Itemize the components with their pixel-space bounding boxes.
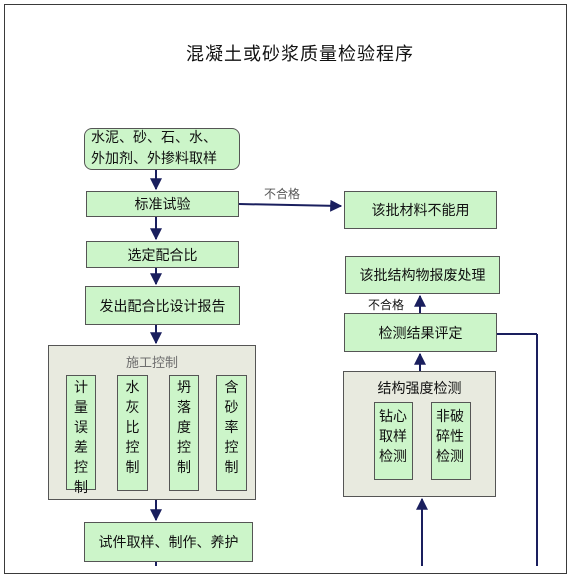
slump-control-box: 坍 落 度 控 制 — [169, 375, 199, 491]
char: 误 — [74, 420, 88, 436]
construction-control-title: 施工控制 — [125, 356, 178, 371]
evaluation-label: 检测结果评定 — [378, 325, 463, 342]
char: 控 — [224, 440, 239, 456]
core-drilling-test-box: 钻心 取样 检测 — [374, 402, 413, 480]
char: 度 — [177, 420, 191, 436]
fail-label-2: 不合格 — [368, 298, 405, 312]
char: 含 — [224, 380, 239, 396]
scrap-structure-label: 该批结构物报废处理 — [359, 268, 486, 284]
text-line: 非破 — [436, 409, 464, 425]
standard-test-box: 标准试验 — [86, 191, 239, 217]
char: 灰 — [125, 400, 140, 416]
char: 控 — [125, 440, 140, 456]
water-cement-ratio-control-box: 水 灰 比 控 制 — [117, 375, 148, 491]
diagram-title: 混凝土或砂浆质量检验程序 — [186, 44, 414, 65]
metering-error-control-box: 计 量 误 差 控 制 — [66, 375, 96, 496]
select-mix-label: 选定配合比 — [127, 247, 198, 264]
strength-test-title: 结构强度检测 — [377, 381, 462, 397]
issue-report-box: 发出配合比设计报告 — [85, 286, 240, 325]
evaluation-box: 检测结果评定 — [344, 313, 497, 352]
specimen-label: 试件取样、制作、养护 — [98, 535, 239, 551]
text-line: 碎性 — [436, 429, 464, 445]
char: 制 — [125, 460, 140, 476]
text-line: 钻心 — [379, 409, 407, 425]
char: 制 — [74, 480, 88, 496]
fail-label-1: 不合格 — [264, 187, 301, 201]
char: 砂 — [224, 400, 239, 416]
char: 量 — [74, 400, 88, 416]
char: 落 — [177, 400, 191, 416]
char: 计 — [74, 380, 88, 396]
char: 率 — [224, 420, 239, 436]
text-line: 检测 — [379, 449, 407, 465]
sampling-line-2: 外加剂、外掺料取样 — [91, 151, 217, 167]
arrow-test-to-reject — [238, 199, 343, 212]
issue-report-label: 发出配合比设计报告 — [99, 298, 226, 315]
char: 控 — [177, 440, 191, 456]
char: 控 — [74, 460, 88, 476]
text-line: 取样 — [379, 429, 407, 445]
sand-ratio-control-box: 含 砂 率 控 制 — [216, 375, 247, 491]
sampling-line-1: 水泥、砂、石、水、 — [91, 130, 217, 146]
standard-test-label: 标准试验 — [134, 197, 191, 213]
char: 水 — [125, 380, 140, 396]
specimen-box: 试件取样、制作、养护 — [84, 522, 253, 562]
char: 差 — [74, 440, 88, 456]
reject-material-label: 该批材料不能用 — [371, 203, 470, 219]
scrap-structure-box: 该批结构物报废处理 — [345, 256, 500, 294]
text-line: 检测 — [436, 449, 464, 465]
select-mix-box: 选定配合比 — [86, 241, 239, 268]
sampling-box: 水泥、砂、石、水、 外加剂、外掺料取样 — [84, 128, 240, 170]
char: 坍 — [177, 380, 191, 396]
char: 制 — [224, 460, 239, 476]
nondestructive-test-box: 非破 碎性 检测 — [431, 402, 471, 480]
reject-material-box: 该批材料不能用 — [344, 191, 497, 229]
char: 制 — [177, 460, 191, 476]
char: 比 — [125, 420, 140, 436]
